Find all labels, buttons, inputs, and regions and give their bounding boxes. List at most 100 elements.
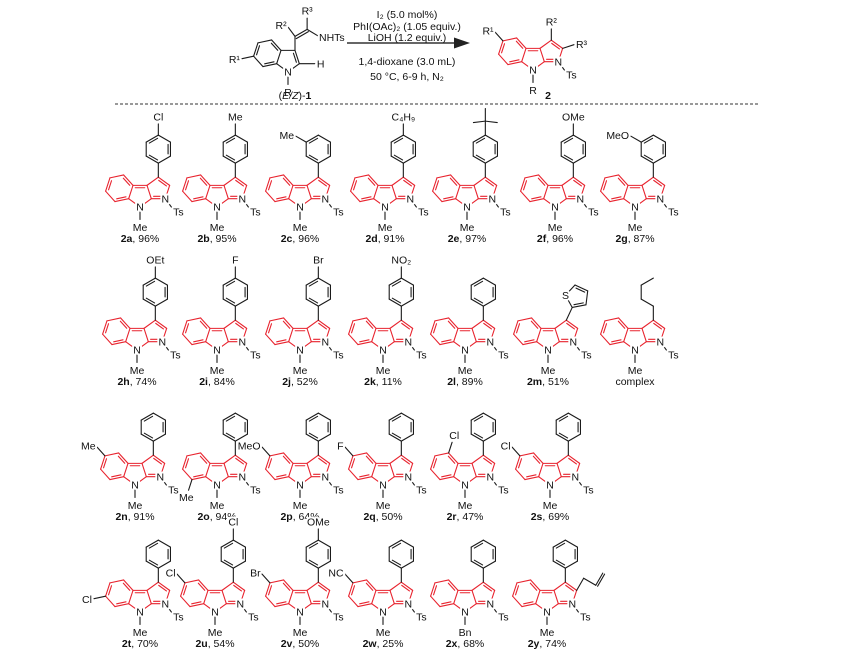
compound-yield: 47% xyxy=(462,511,483,523)
bond xyxy=(448,441,453,454)
core-bond xyxy=(521,603,537,608)
compound-label: 2d, 91% xyxy=(365,233,404,245)
core-bond xyxy=(180,582,186,597)
bond xyxy=(324,603,333,614)
core-bond xyxy=(515,468,526,481)
core-bond xyxy=(471,327,477,343)
core-bond xyxy=(200,452,211,464)
bond xyxy=(287,26,296,37)
core-bond xyxy=(513,320,519,335)
aryl-bond xyxy=(222,277,236,286)
core-bond xyxy=(532,61,545,71)
core-bond xyxy=(389,454,402,464)
double-bond-line xyxy=(391,432,402,439)
core-bond xyxy=(350,177,356,192)
double-bond-line xyxy=(225,280,236,287)
double-bond-line xyxy=(575,287,586,293)
core-bond xyxy=(205,341,218,351)
n-substituent-label: Me xyxy=(458,365,473,377)
indole-bond xyxy=(253,55,264,68)
n-substituent-label: Me xyxy=(376,500,391,512)
thiophene-bond xyxy=(585,290,589,306)
compound-id: 2q xyxy=(363,511,375,523)
core-bond xyxy=(382,341,395,351)
double-bond-line xyxy=(483,457,492,465)
core-bond xyxy=(102,333,113,346)
core-bond xyxy=(136,341,149,351)
core-bond xyxy=(109,579,125,584)
double-bond-line xyxy=(449,177,458,186)
bond xyxy=(572,341,581,352)
aryl-bond xyxy=(305,277,319,286)
label-separator: , xyxy=(456,376,462,388)
core-bond xyxy=(439,603,455,608)
core-bond xyxy=(561,184,567,200)
compound-label: 2q, 50% xyxy=(363,511,402,523)
label-separator: , xyxy=(539,638,545,650)
double-bond-line xyxy=(308,542,319,549)
compound-label: 2i, 84% xyxy=(199,376,235,388)
core-bond xyxy=(125,327,131,343)
compound-id: 2v xyxy=(281,638,293,650)
bond xyxy=(187,479,193,491)
core-bond xyxy=(489,327,496,343)
core-bond xyxy=(517,317,533,322)
sulfur-label: S xyxy=(562,290,569,302)
core-bond xyxy=(550,39,564,49)
bond xyxy=(562,44,575,49)
label-separator: , xyxy=(377,638,383,650)
double-bond-line xyxy=(308,297,319,304)
aryl-bond xyxy=(234,277,249,286)
bond xyxy=(324,476,333,487)
core-bond xyxy=(436,174,452,179)
nitrogen-label: N xyxy=(657,193,665,205)
core-bond xyxy=(299,341,312,351)
tosyl-label: Ts xyxy=(250,349,261,361)
core-bond xyxy=(265,190,276,203)
aryl-bond xyxy=(317,277,332,286)
nitrogen-label: N xyxy=(577,193,585,205)
double-bond-line xyxy=(483,322,492,330)
aryl-bond xyxy=(145,539,159,548)
nitrogen-label: N xyxy=(136,202,144,214)
tosyl-label: Ts xyxy=(580,611,591,623)
bond xyxy=(489,476,498,487)
compound-label: 2a, 96% xyxy=(121,233,160,245)
aryl-bond xyxy=(220,539,234,548)
indole-bond xyxy=(262,63,278,68)
double-bond-line xyxy=(365,582,374,591)
core-bond xyxy=(234,319,248,329)
aryl-bond xyxy=(305,155,319,164)
double-bond-line xyxy=(532,455,541,464)
double-bond-line xyxy=(441,339,452,343)
bond xyxy=(571,603,580,614)
double-bond-line xyxy=(359,474,370,478)
double-bond-line xyxy=(145,297,156,304)
aryl-bond xyxy=(154,298,169,307)
nitrogen-label: N xyxy=(463,202,471,214)
nhts-label: NHTs xyxy=(319,32,345,44)
core-bond xyxy=(120,317,131,329)
core-bond xyxy=(105,582,111,597)
product-label: 2 xyxy=(545,90,551,102)
bond xyxy=(164,198,173,209)
core-bond xyxy=(118,452,129,464)
double-bond-line xyxy=(225,415,236,422)
double-bond-line xyxy=(153,457,162,465)
core-bond xyxy=(265,595,276,608)
nitrogen-label: N xyxy=(405,471,413,483)
double-bond-line xyxy=(391,542,402,549)
aryl-bond xyxy=(222,433,236,442)
core-bond xyxy=(348,455,354,470)
core-bond xyxy=(105,190,116,203)
core-bond xyxy=(191,198,207,203)
core-bond xyxy=(471,462,477,478)
aryl-bond xyxy=(305,433,319,442)
aryl-bond xyxy=(157,539,172,548)
para-substituent-label: OEt xyxy=(146,254,164,266)
core-bond xyxy=(223,327,229,343)
